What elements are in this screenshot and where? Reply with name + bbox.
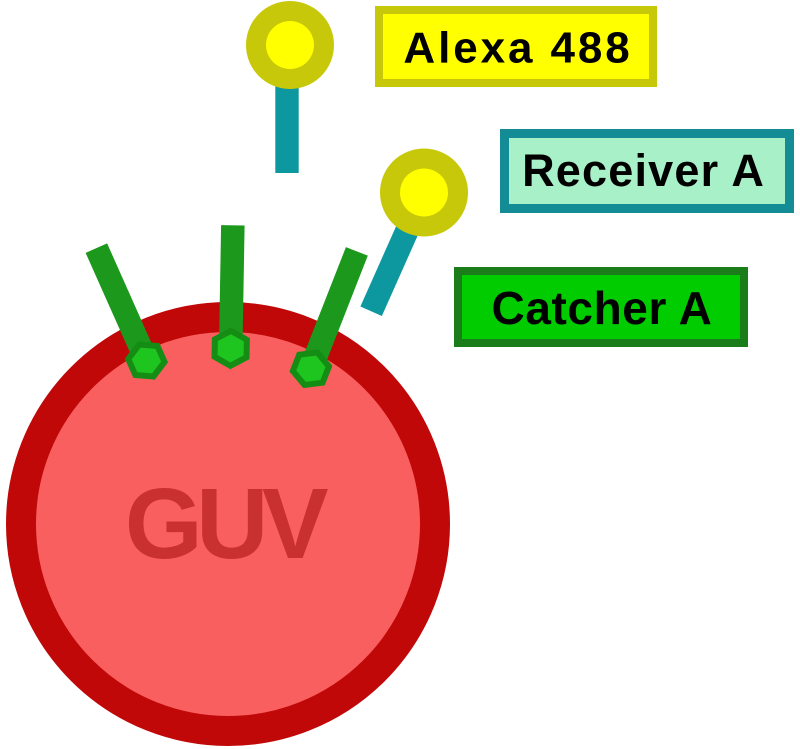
svg-text:Catcher A: Catcher A	[492, 282, 713, 334]
svg-text:GUV: GUV	[125, 468, 329, 580]
svg-text:Alexa 488: Alexa 488	[403, 24, 632, 73]
svg-text:Receiver A: Receiver A	[522, 145, 765, 196]
